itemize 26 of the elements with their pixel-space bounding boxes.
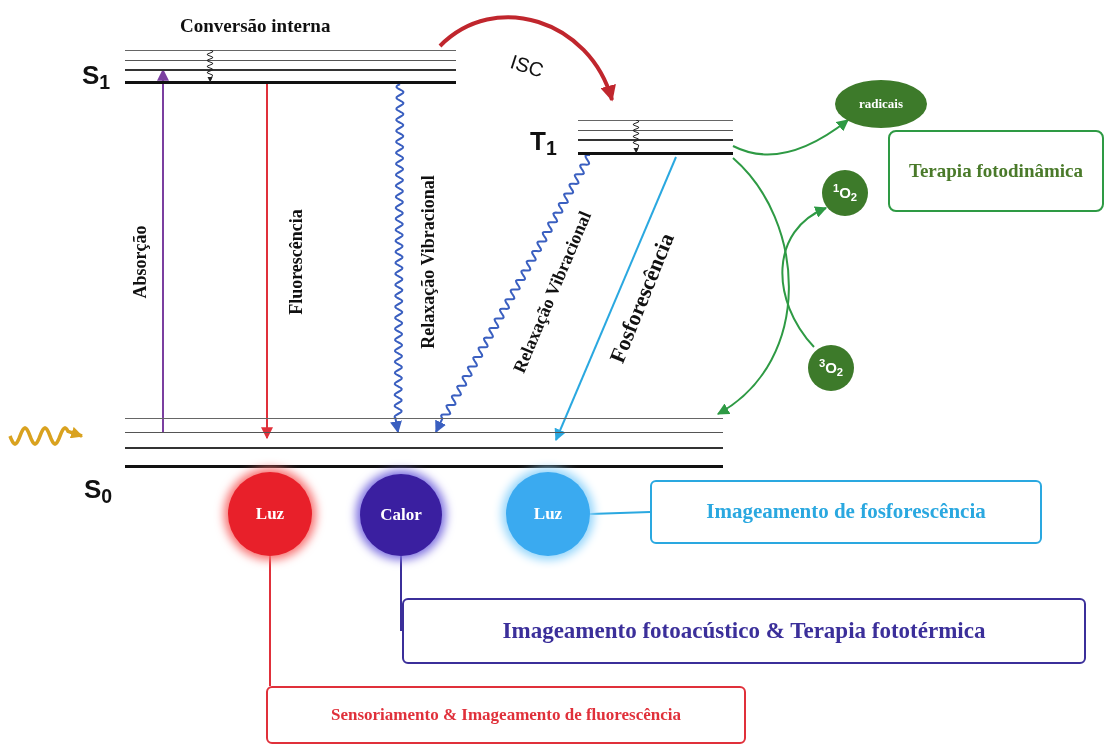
arrow bbox=[732, 119, 849, 156]
arrow bbox=[157, 68, 169, 433]
application-box: Sensoriamento & Imageamento de fluorescência bbox=[266, 686, 746, 744]
arrow bbox=[781, 207, 828, 348]
application-box: Imageamento de fosforescência bbox=[650, 480, 1042, 544]
arrow bbox=[438, 15, 615, 102]
process-label: Conversão interna bbox=[180, 14, 331, 38]
arrow bbox=[390, 83, 405, 434]
connector-line bbox=[589, 511, 651, 515]
arrow bbox=[435, 154, 591, 434]
edge-label: Absorção bbox=[131, 225, 149, 299]
arrow bbox=[8, 426, 84, 446]
arrow bbox=[717, 157, 790, 415]
state-label: S$_{0}$ bbox=[84, 476, 113, 502]
edge-label: Fluorescência bbox=[287, 209, 305, 315]
application-box: Imageamento fotoacústico & Terapia fototérmica bbox=[402, 598, 1086, 664]
application-box: Terapia fotodinâmica bbox=[888, 130, 1104, 212]
edge-label: Relaxação Vibracional bbox=[419, 175, 437, 349]
state-label: S$_{1}$ bbox=[82, 62, 111, 88]
product-ellipse: radicais bbox=[835, 80, 927, 128]
state-label: T$_{1}$ bbox=[530, 128, 557, 154]
connector-line bbox=[269, 555, 271, 687]
arrow bbox=[261, 83, 273, 440]
arrow bbox=[554, 156, 677, 442]
connector-line bbox=[400, 555, 403, 631]
edge-label: ISC bbox=[508, 51, 546, 81]
